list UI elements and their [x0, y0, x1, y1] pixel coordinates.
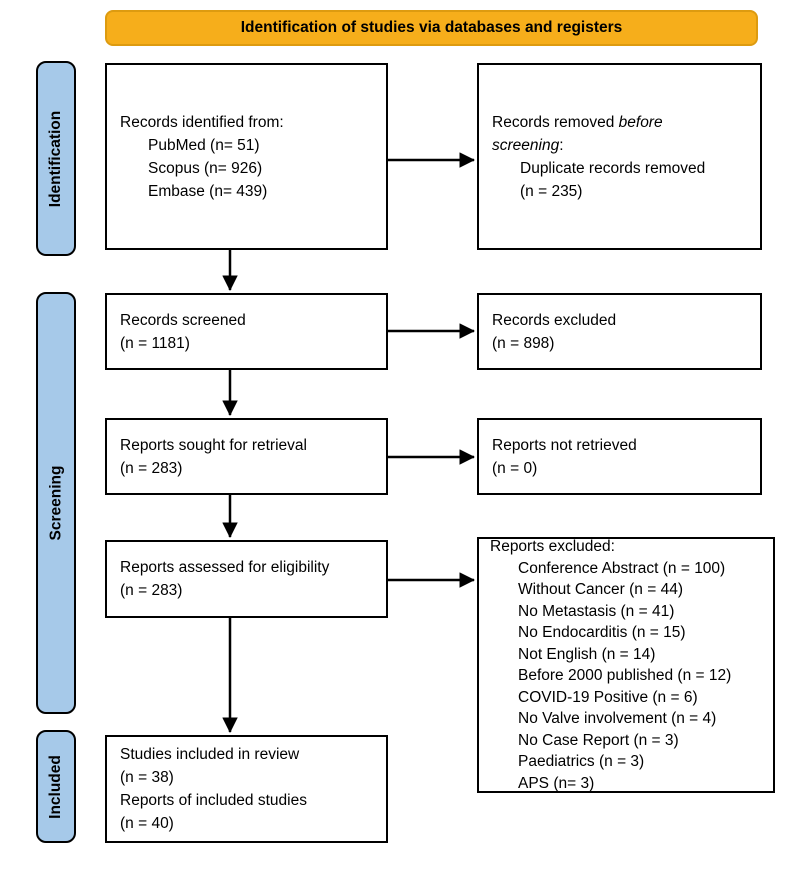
- sidebar-label-screening: Screening: [47, 465, 65, 541]
- box-item: No Endocarditis (n = 15): [518, 624, 686, 641]
- box-item: Duplicate records removed: [520, 159, 706, 177]
- box-reports-excluded: Reports excluded: Conference Abstract (n…: [477, 537, 775, 793]
- box-item: Conference Abstract (n = 100): [518, 559, 726, 577]
- box-item: (n = 235): [520, 182, 583, 200]
- box-item: Without Cancer (n = 44): [518, 581, 683, 598]
- sidebar-stage-included: Included: [36, 730, 76, 843]
- box-line: Reports assessed for eligibility: [120, 559, 330, 576]
- box-line: (n = 38): [120, 769, 174, 786]
- sidebar-stage-screening: Screening: [36, 292, 76, 714]
- box-reports-sought: Reports sought for retrieval (n = 283): [105, 418, 388, 495]
- box-item: Embase (n= 439): [148, 182, 268, 200]
- sidebar-label-included: Included: [47, 754, 65, 819]
- box-item: APS (n= 3): [518, 774, 595, 792]
- box-studies-included: Studies included in review (n = 38) Repo…: [105, 735, 388, 843]
- box-records-identified: Records identified from: PubMed (n= 51) …: [105, 63, 388, 250]
- box-line: (n = 283): [120, 582, 183, 599]
- box-line: Reports not retrieved: [492, 436, 637, 454]
- box-title: Records identified from:: [120, 113, 284, 131]
- sidebar-label-identification: Identification: [47, 110, 65, 207]
- box-item: Before 2000 published (n = 12): [518, 667, 732, 684]
- box-records-screened: Records screened (n = 1181): [105, 293, 388, 370]
- box-item: No Valve involvement (n = 4): [518, 710, 717, 727]
- box-item: No Case Report (n = 3): [518, 731, 679, 749]
- box-item: Not English (n = 14): [518, 645, 656, 663]
- box-title: Reports excluded:: [490, 538, 615, 555]
- box-line: Records excluded: [492, 311, 617, 329]
- box-line: (n = 1181): [120, 334, 190, 352]
- box-reports-assessed: Reports assessed for eligibility (n = 28…: [105, 540, 388, 618]
- banner-title: Identification of studies via databases …: [240, 19, 623, 36]
- box-line: Records screened: [120, 311, 246, 329]
- box-line: Reports sought for retrieval: [120, 436, 307, 454]
- box-line: (n = 40): [120, 815, 174, 832]
- banner-identification-via-databases: Identification of studies via databases …: [105, 10, 758, 46]
- box-item: Scopus (n= 926): [148, 159, 263, 177]
- box-item: PubMed (n= 51): [148, 136, 260, 154]
- box-line: Reports of included studies: [120, 792, 307, 809]
- box-item: COVID-19 Positive (n = 6): [518, 688, 698, 706]
- box-line: (n = 283): [120, 459, 183, 477]
- box-reports-not-retrieved: Reports not retrieved (n = 0): [477, 418, 762, 495]
- box-item: Paediatrics (n = 3): [518, 753, 645, 770]
- box-item: No Metastasis (n = 41): [518, 602, 675, 620]
- box-line: (n = 898): [492, 334, 555, 352]
- box-line: (n = 0): [492, 459, 538, 477]
- box-records-excluded: Records excluded (n = 898): [477, 293, 762, 370]
- sidebar-stage-identification: Identification: [36, 61, 76, 256]
- box-line: Studies included in review: [120, 746, 300, 763]
